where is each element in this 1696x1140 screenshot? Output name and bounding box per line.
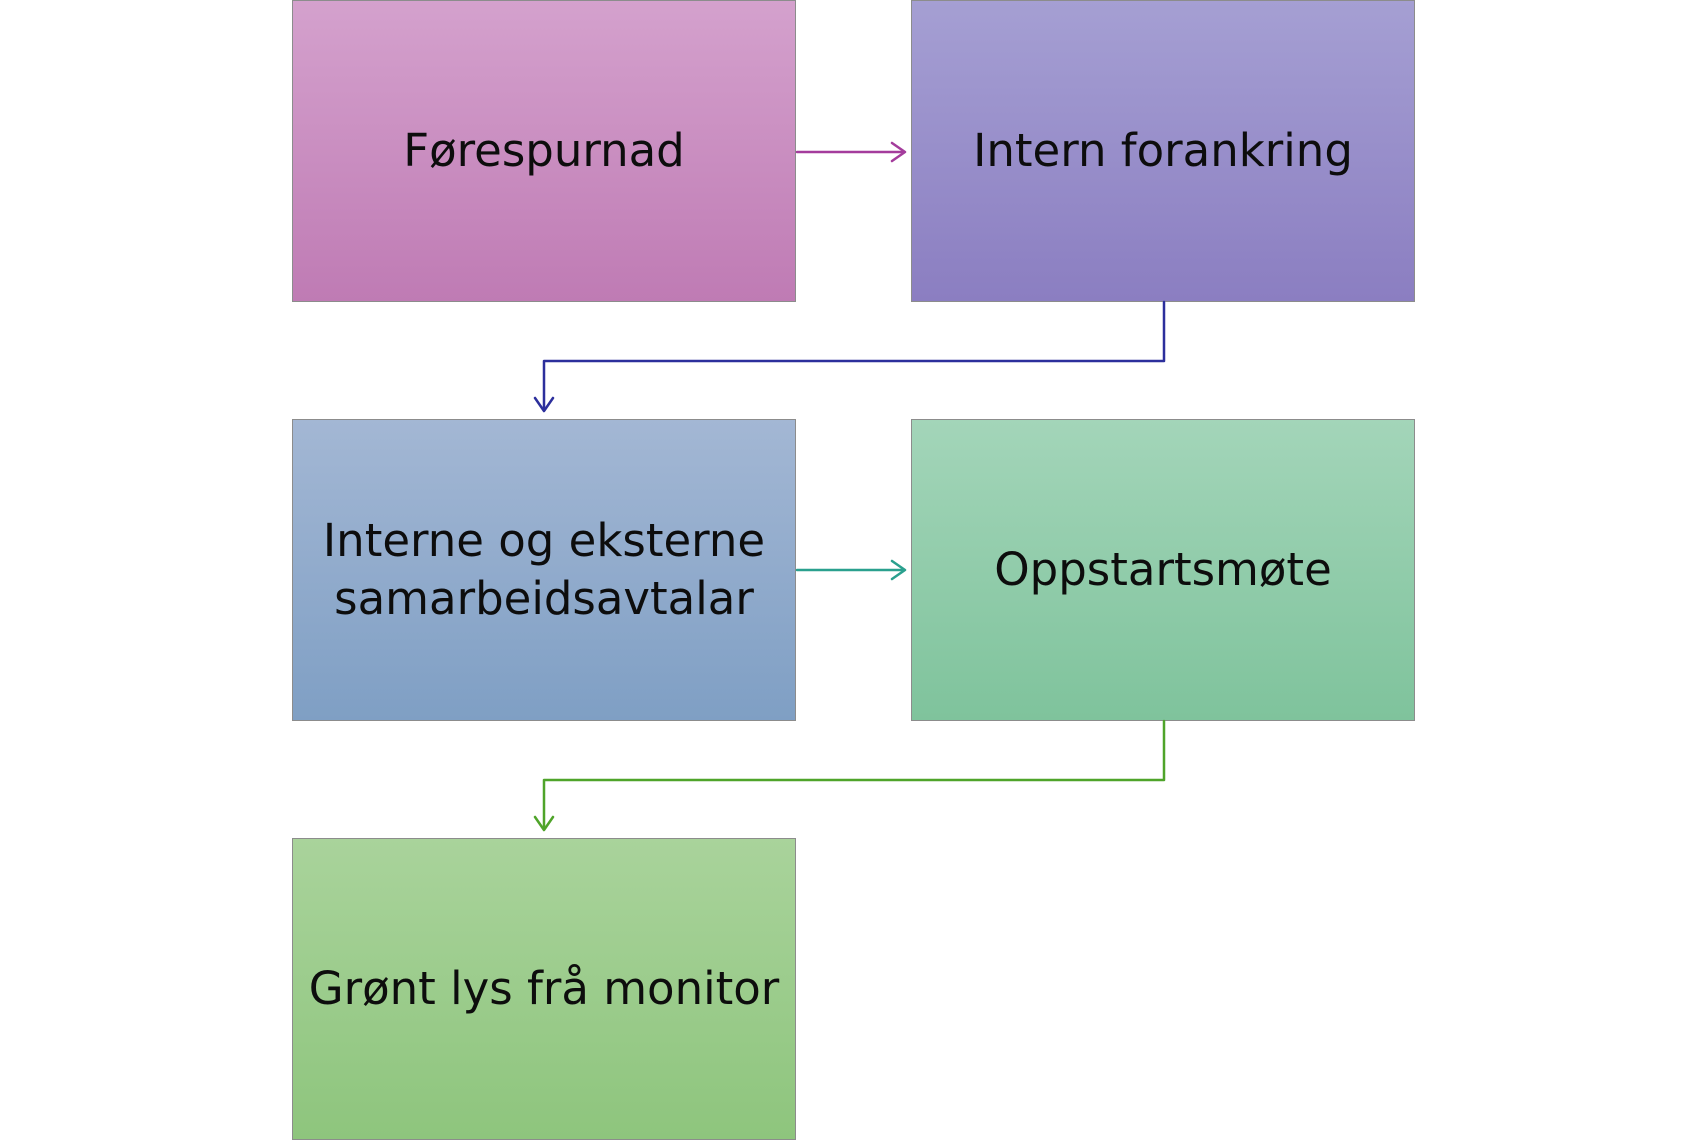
step-label: Grønt lys frå monitor bbox=[308, 962, 780, 1015]
step-label: Interne og eksterne samarbeidsavtalar bbox=[322, 514, 766, 625]
step-label: Førespurnad bbox=[403, 124, 685, 177]
step-box-oppstartsmote: Oppstartsmøte bbox=[911, 419, 1415, 721]
step-box-forespurnad: Førespurnad bbox=[292, 0, 796, 302]
step-label: Intern forankring bbox=[973, 124, 1353, 177]
arrow-step4-to-step5 bbox=[533, 719, 1166, 832]
step-label: Oppstartsmøte bbox=[994, 543, 1332, 596]
step-box-intern-forankring: Intern forankring bbox=[911, 0, 1415, 302]
arrow-step1-to-step2 bbox=[795, 141, 907, 163]
step-box-gront-lys: Grønt lys frå monitor bbox=[292, 838, 796, 1140]
arrow-step2-to-step3 bbox=[533, 300, 1166, 413]
arrow-step3-to-step4 bbox=[795, 559, 907, 581]
step-box-samarbeidsavtalar: Interne og eksterne samarbeidsavtalar bbox=[292, 419, 796, 721]
